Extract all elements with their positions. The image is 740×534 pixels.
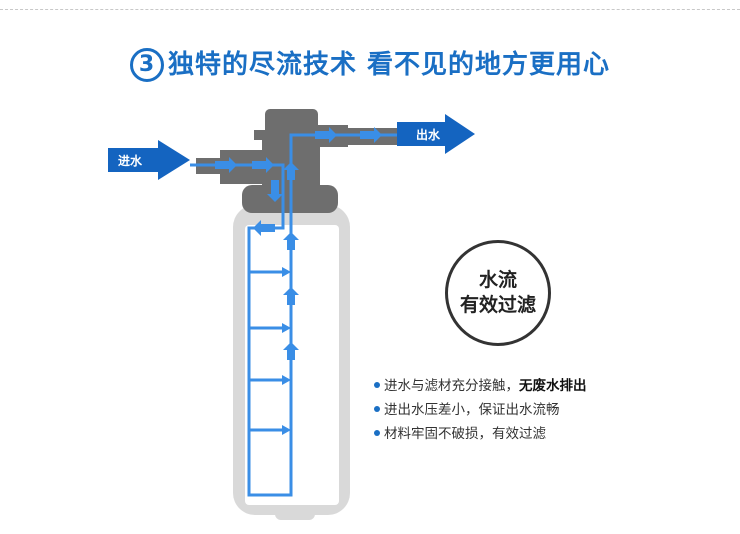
arrow-up-icon bbox=[283, 287, 299, 305]
inlet-label: 进水 bbox=[118, 154, 143, 168]
arrow-left-icon bbox=[253, 220, 275, 236]
bullet-icon bbox=[374, 382, 380, 388]
feature-list: 进水与滤材充分接触，无废水排出 进出水压差小，保证出水流畅 材料牢固不破损，有效… bbox=[374, 374, 587, 446]
arrow-right-icon bbox=[215, 157, 237, 173]
arrow-up-icon bbox=[283, 232, 299, 250]
badge-line-1: 水流 bbox=[478, 269, 517, 291]
arrow-up-icon bbox=[283, 342, 299, 360]
horizontal-arrowheads bbox=[282, 267, 291, 435]
flow-path bbox=[190, 133, 397, 497]
horizontal-flows bbox=[249, 270, 283, 432]
badge-line-2: 有效过滤 bbox=[459, 294, 536, 316]
outlet-label: 出水 bbox=[416, 128, 441, 142]
arrow-right-icon bbox=[315, 127, 337, 143]
dotted-divider bbox=[0, 9, 740, 10]
feature-item: 材料牢固不破损，有效过滤 bbox=[374, 422, 587, 446]
feature-item: 进水与滤材充分接触，无废水排出 bbox=[374, 374, 587, 398]
flow-arrows bbox=[215, 127, 382, 360]
water-filter-badge: 水流 有效过滤 bbox=[445, 240, 551, 346]
arrow-right-icon bbox=[360, 127, 382, 143]
arrow-down-icon bbox=[267, 180, 283, 202]
title-text: 独特的尽流技术 看不见的地方更用心 bbox=[167, 50, 611, 80]
bullet-icon bbox=[374, 430, 380, 436]
inlet-arrow-icon bbox=[108, 140, 190, 180]
arrow-up-icon bbox=[283, 162, 299, 180]
outlet-arrow-icon bbox=[397, 114, 475, 154]
feature-item: 进出水压差小，保证出水流畅 bbox=[374, 398, 587, 422]
step-number: 3 bbox=[129, 48, 164, 82]
bullet-icon bbox=[374, 406, 380, 412]
tank-bottom bbox=[275, 505, 315, 520]
feature-highlight: 无废水排出 bbox=[519, 378, 587, 394]
arrow-right-icon bbox=[252, 157, 274, 173]
